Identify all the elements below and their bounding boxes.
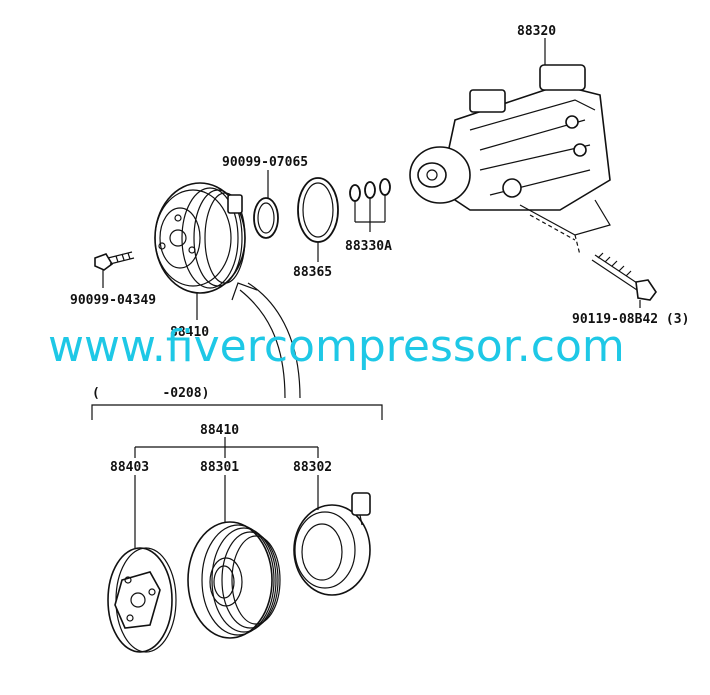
label-88330A: 88330A [345,239,392,254]
label-90119-08B42: 90119-08B42 (3) [572,312,689,327]
label-88365: 88365 [293,265,332,280]
group-tree-88410 [134,437,319,458]
field-coil-88302 [293,492,371,596]
label-90099-07065: 90099-07065 [222,155,308,170]
label-88410-group: 88410 [200,423,239,438]
bolt-90099-04349 [94,251,135,271]
label-88410-top: 88410 [170,325,209,340]
compressor-88320 [409,64,611,256]
pressure-plate-88403 [107,547,177,653]
ring-88365 [297,177,339,243]
label-88302: 88302 [293,460,332,475]
clutch-assembly-88410-top [154,182,246,294]
label-range: ( -0208) [92,386,209,401]
label-88403: 88403 [110,460,149,475]
range-bracket [91,404,383,420]
pulley-88301 [187,521,281,639]
label-90099-04349: 90099-04349 [70,293,156,308]
shims-88330A [349,178,391,232]
label-88320: 88320 [517,24,556,39]
watermark-text: www.fivercompressor.com [48,321,625,372]
label-88301: 88301 [200,460,239,475]
snap-ring-90099-07065 [253,197,279,239]
assembly-arrow [231,282,301,399]
bolt-90119 [591,252,657,308]
